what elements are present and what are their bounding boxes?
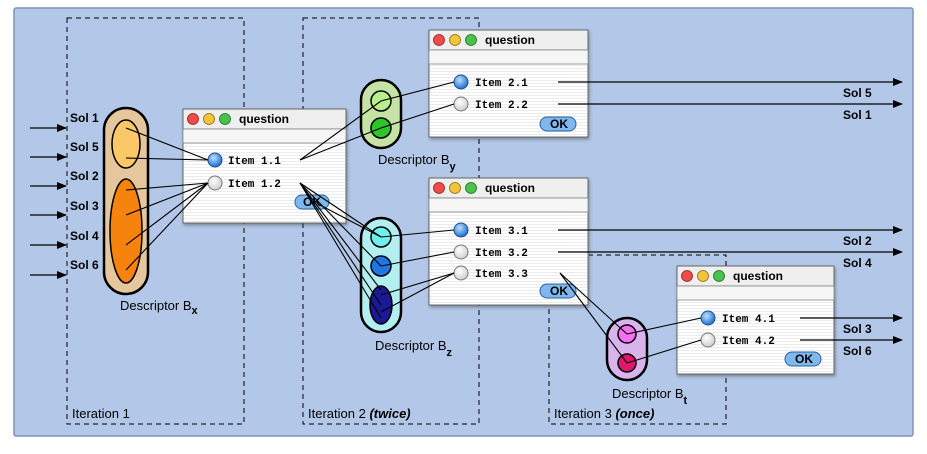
item-label: Item 2.1	[475, 78, 528, 90]
ok-button-2[interactable]	[539, 116, 577, 132]
input-sol-label: Sol 2	[70, 169, 99, 183]
output-sol-label: Sol 2	[843, 234, 872, 248]
item-label: Item 3.1	[475, 226, 528, 238]
radio-item-2-2[interactable]	[453, 96, 469, 112]
minimize-window-icon[interactable]	[203, 113, 215, 125]
descriptor-bx-cluster-1	[111, 119, 141, 169]
item-label: Item 4.1	[722, 314, 775, 326]
descriptor-bt: Descriptor Bt	[605, 316, 688, 407]
input-sol-label: Sol 3	[70, 199, 99, 213]
input-arrows	[30, 124, 67, 279]
ok-button-3[interactable]	[539, 283, 577, 299]
zoom-window-icon[interactable]	[713, 270, 725, 282]
radio-item-4-2[interactable]	[700, 332, 716, 348]
descriptor-bx: Descriptor Bx	[102, 106, 199, 317]
radio-item-1-2[interactable]	[207, 175, 223, 191]
item-label: Item 1.2	[228, 179, 281, 191]
item-label: Item 3.3	[475, 269, 528, 281]
output-sol-label: Sol 5	[843, 86, 872, 100]
iteration-3-label: Iteration 3 (once)	[554, 406, 654, 421]
radio-item-4-1[interactable]	[700, 310, 716, 326]
dialog-4-title: question	[733, 269, 783, 283]
dialog-3-title: question	[485, 181, 535, 195]
output-sol-label: Sol 1	[843, 108, 872, 122]
output-arrows	[558, 78, 903, 344]
minimize-window-icon[interactable]	[449, 34, 461, 46]
item-label: Item 2.2	[475, 100, 528, 112]
descriptor-by: Descriptor By	[359, 78, 457, 173]
ok-label: OK	[795, 352, 813, 366]
output-sol-label: Sol 3	[843, 322, 872, 336]
zoom-window-icon[interactable]	[465, 34, 477, 46]
iteration-1-label: Iteration 1	[72, 406, 130, 421]
zoom-window-icon[interactable]	[465, 182, 477, 194]
output-sol-label: Sol 6	[843, 344, 872, 358]
close-window-icon[interactable]	[681, 270, 693, 282]
ok-button-4[interactable]	[784, 351, 822, 367]
question-dialog-3	[428, 177, 589, 306]
output-sol-label: Sol 4	[843, 256, 872, 270]
item-label: Item 3.2	[475, 248, 528, 260]
radio-item-3-1[interactable]	[453, 222, 469, 238]
dialog-2-title: question	[485, 33, 535, 47]
descriptor-bz-label: Descriptor Bz	[375, 338, 453, 359]
input-sol-label: Sol 1	[70, 111, 99, 125]
connector-lines	[125, 81, 702, 364]
descriptor-bt-label: Descriptor Bt	[612, 386, 688, 407]
close-window-icon[interactable]	[187, 113, 199, 125]
output-sol-labels: Sol 5 Sol 1 Sol 2 Sol 4 Sol 3 Sol 6	[843, 86, 872, 358]
item-label: Item 1.1	[228, 156, 281, 168]
ok-label: OK	[550, 117, 568, 131]
close-window-icon[interactable]	[433, 34, 445, 46]
descriptor-by-label: Descriptor By	[378, 152, 457, 173]
input-sol-label: Sol 4	[70, 229, 99, 243]
dialog-1-title: question	[239, 112, 289, 126]
close-window-icon[interactable]	[433, 182, 445, 194]
radio-item-1-1[interactable]	[207, 152, 223, 168]
minimize-window-icon[interactable]	[449, 182, 461, 194]
minimize-window-icon[interactable]	[697, 270, 709, 282]
input-sol-labels: Sol 1 Sol 5 Sol 2 Sol 3 Sol 4 Sol 6	[70, 111, 99, 272]
iteration-2-label: Iteration 2 (twice)	[308, 406, 411, 421]
input-sol-label: Sol 5	[70, 140, 99, 154]
zoom-window-icon[interactable]	[219, 113, 231, 125]
iteration-3-frame	[548, 254, 727, 425]
descriptor-bx-label: Descriptor Bx	[120, 298, 199, 317]
item-label: Item 4.2	[722, 336, 775, 348]
ok-label: OK	[550, 284, 568, 298]
descriptor-bx-cluster-2	[109, 178, 143, 284]
input-sol-label: Sol 6	[70, 258, 99, 272]
radio-item-2-1[interactable]	[453, 74, 469, 90]
radio-item-3-2[interactable]	[453, 244, 469, 260]
radio-item-3-3[interactable]	[453, 265, 469, 281]
descriptor-bz: Descriptor Bz	[359, 216, 453, 359]
